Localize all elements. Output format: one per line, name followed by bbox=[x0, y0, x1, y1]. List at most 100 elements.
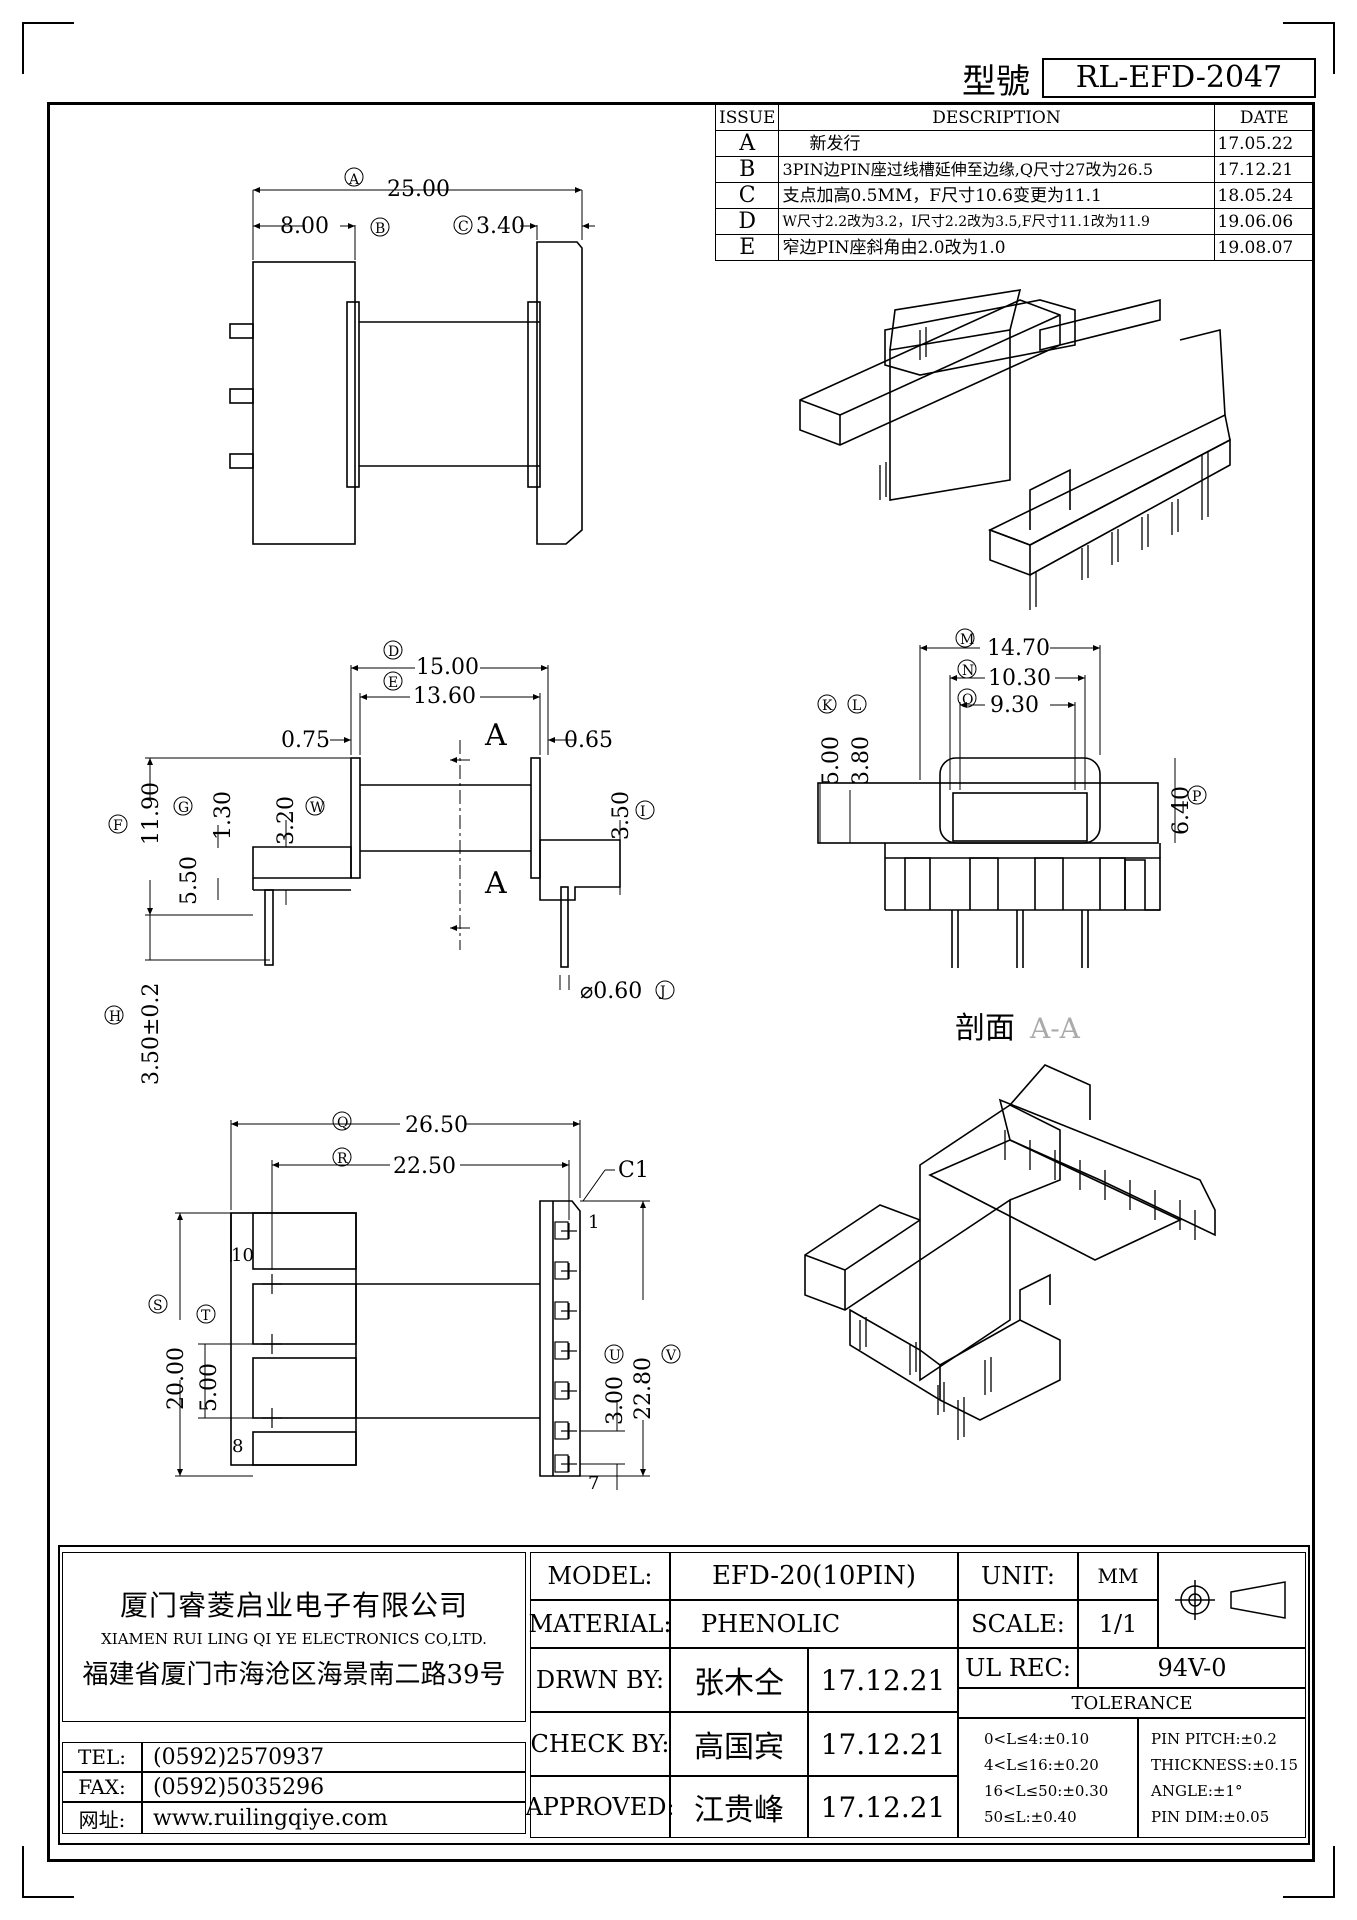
corner-mark-tr bbox=[1283, 22, 1335, 74]
revision-header-issue: ISSUE bbox=[714, 104, 780, 131]
dim-K-value: 5.00 bbox=[819, 736, 844, 785]
projection-symbol bbox=[1158, 1552, 1306, 1648]
tolerance-item: ANGLE:±1° bbox=[1151, 1782, 1243, 1800]
dim-W-tag: W bbox=[310, 800, 325, 816]
approved-by-value: 江贵峰 bbox=[670, 1776, 808, 1838]
material-label: MATERIAL: bbox=[528, 1600, 672, 1648]
dim-B-tag: B bbox=[375, 221, 385, 237]
revision-header-row: ISSUE DESCRIPTION DATE bbox=[714, 104, 1316, 131]
pin-label-1: 1 bbox=[588, 1212, 599, 1233]
dim-F-value: 11.90 bbox=[139, 782, 164, 845]
model-number-label: 型號 bbox=[962, 62, 1030, 102]
unit-label: UNIT: bbox=[958, 1552, 1078, 1600]
web-label: 网址: bbox=[62, 1802, 142, 1834]
tolerance-item: 4<L≤16:±0.20 bbox=[984, 1756, 1099, 1774]
model-number-value: RL-EFD-2047 bbox=[1042, 58, 1316, 98]
ul-label: UL REC: bbox=[958, 1648, 1078, 1688]
dim-P-tag: P bbox=[1192, 789, 1201, 805]
dim-A-value: 25.00 bbox=[387, 177, 450, 202]
scale-value: 1/1 bbox=[1078, 1600, 1158, 1648]
company-box: 厦门睿菱启业电子有限公司 XIAMEN RUI LING QI YE ELECT… bbox=[62, 1552, 526, 1722]
pin-label-10: 10 bbox=[231, 1245, 254, 1266]
company-address: 福建省厦门市海沧区海景南二路39号 bbox=[82, 1659, 506, 1690]
dim-I-tag: I bbox=[640, 804, 646, 820]
revision-header-date: DATE bbox=[1213, 104, 1316, 131]
drawn-date: 17.12.21 bbox=[808, 1648, 958, 1712]
dim-F-tag: F bbox=[113, 818, 123, 834]
dim-D-tag: D bbox=[388, 644, 399, 660]
isometric-view-bottom bbox=[804, 1064, 1216, 1440]
dim-L-value: 3.80 bbox=[849, 736, 874, 785]
revision-desc: 窄边PIN座斜角由2.0改为1.0 bbox=[778, 234, 1215, 261]
web-value: www.ruilingqiye.com bbox=[142, 1802, 526, 1834]
dim-E-value: 13.60 bbox=[413, 684, 476, 709]
tolerance-item: 16<L≤50:±0.30 bbox=[984, 1782, 1109, 1800]
ul-value: 94V-0 bbox=[1078, 1648, 1306, 1688]
dim-V-value: 22.80 bbox=[631, 1357, 656, 1420]
drawn-by-value: 张木仝 bbox=[670, 1648, 808, 1712]
dim-M-value: 14.70 bbox=[987, 636, 1050, 661]
section-mark-bottom: A bbox=[484, 866, 507, 901]
bottom-view bbox=[148, 1111, 681, 1490]
company-name-en: XIAMEN RUI LING QI YE ELECTRONICS CO,LTD… bbox=[101, 1629, 487, 1648]
dim-J-value: ⌀0.60 bbox=[580, 979, 642, 1004]
section-caption-aa: A-A bbox=[1029, 1012, 1081, 1045]
dim-O-value: 9.30 bbox=[990, 693, 1039, 718]
tolerance-item: PIN DIM:±0.05 bbox=[1151, 1808, 1270, 1826]
dim-Q-tag: Q bbox=[337, 1115, 348, 1131]
tolerance-item: 50≤L:±0.40 bbox=[984, 1808, 1077, 1826]
corner-mark-bl bbox=[22, 1846, 74, 1898]
technical-drawing: A 25.00 8.00 B C 3.40 D 15.00 E 13.60 0.… bbox=[104, 167, 1231, 1494]
section-caption: 剖面 bbox=[955, 1011, 1015, 1046]
revision-date: 19.08.07 bbox=[1213, 234, 1316, 261]
dim-M-tag: M bbox=[960, 632, 974, 648]
dim-N-value: 10.30 bbox=[988, 666, 1051, 691]
check-date: 17.12.21 bbox=[808, 1712, 958, 1776]
dim-U-value: 3.00 bbox=[603, 1376, 628, 1425]
drawn-by-label: DRWN BY: bbox=[530, 1648, 670, 1712]
section-view bbox=[817, 628, 1207, 968]
dim-A-tag: A bbox=[348, 172, 360, 188]
dim-G-tag: G bbox=[178, 800, 189, 816]
dim-K-tag: K bbox=[822, 698, 833, 714]
dim-I-value: 3.50 bbox=[609, 791, 634, 840]
third-angle-projection-icon bbox=[1175, 1580, 1286, 1620]
tolerance-item: 0<L≤4:±0.10 bbox=[984, 1730, 1090, 1748]
tolerance-item: THICKNESS:±0.15 bbox=[1151, 1756, 1299, 1774]
dim-R-value: 22.50 bbox=[393, 1154, 456, 1179]
section-mark-top: A bbox=[484, 718, 507, 753]
dim-V-tag: V bbox=[665, 1348, 677, 1364]
dim-right-gap: 0.65 bbox=[564, 728, 613, 753]
isometric-view-top bbox=[799, 289, 1231, 610]
revision-row: E 窄边PIN座斜角由2.0改为1.0 19.08.07 bbox=[714, 234, 1316, 261]
revision-row: D W尺寸2.2改为3.2，I尺寸2.2改为3.5,F尺寸11.1改为11.9 … bbox=[714, 208, 1316, 235]
dim-C1: C1 bbox=[618, 1158, 649, 1183]
dim-J-tag: J bbox=[658, 984, 666, 1000]
scale-label: SCALE: bbox=[958, 1600, 1078, 1648]
dim-T-tag: T bbox=[201, 1308, 211, 1324]
dim-D-value: 15.00 bbox=[416, 655, 479, 680]
model-label: MODEL: bbox=[530, 1552, 670, 1600]
company-name-cn: 厦门睿菱启业电子有限公司 bbox=[119, 1588, 468, 1622]
tolerance-linear: 0<L≤4:±0.10 4<L≤16:±0.20 16<L≤50:±0.30 5… bbox=[958, 1718, 1138, 1838]
revision-row: A 新发行 17.05.22 bbox=[714, 130, 1316, 157]
dim-B-value: 8.00 bbox=[280, 214, 329, 239]
tolerance-label: TOLERANCE bbox=[958, 1688, 1306, 1718]
revision-issue: E bbox=[714, 234, 780, 261]
revision-desc: 新发行 bbox=[778, 130, 1215, 157]
check-by-label: CHECK BY: bbox=[530, 1712, 670, 1776]
title-block bbox=[58, 1545, 1310, 1845]
tel-value: (0592)2570937 bbox=[142, 1742, 526, 1772]
dim-C-tag: C bbox=[458, 219, 469, 235]
dim-E-tag: E bbox=[388, 675, 398, 691]
revision-desc: W尺寸2.2改为3.2，I尺寸2.2改为3.5,F尺寸11.1改为11.9 bbox=[778, 208, 1215, 235]
dim-T-value: 5.00 bbox=[197, 1363, 222, 1412]
dim-S-tag: S bbox=[153, 1298, 163, 1314]
dim-Q-value: 26.50 bbox=[405, 1113, 468, 1138]
dim-P-value: 6.40 bbox=[1169, 786, 1194, 835]
fax-value: (0592)5035296 bbox=[142, 1772, 526, 1802]
revision-desc: 3PIN边PIN座过线槽延伸至边缘,Q尺寸27改为26.5 bbox=[778, 156, 1215, 183]
fax-label: FAX: bbox=[62, 1772, 142, 1802]
revision-date: 18.05.24 bbox=[1213, 182, 1316, 209]
material-value: PHENOLIC bbox=[670, 1600, 958, 1648]
